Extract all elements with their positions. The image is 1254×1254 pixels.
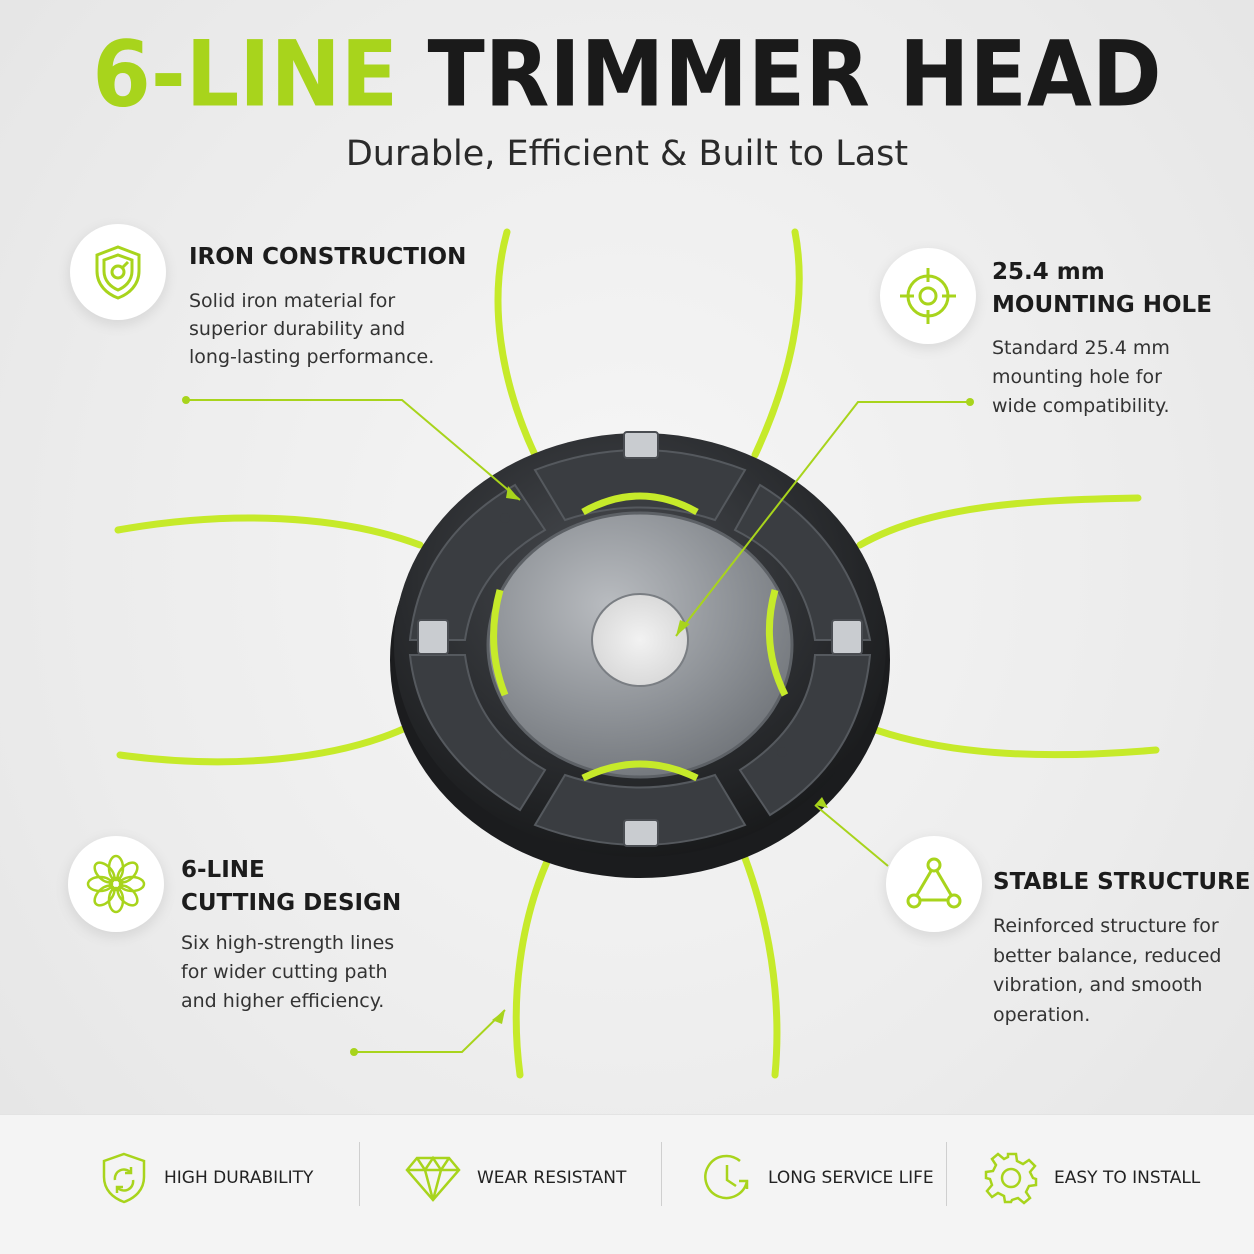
iron-construction-desc: Solid iron material for superior durabil… [189,290,435,368]
cutting-lines [114,228,1160,1079]
shield-refresh-icon [102,1152,146,1204]
badge-wear-resistant-label: WEAR RESISTANT [477,1168,627,1188]
cutting-design-icon-badge [68,836,164,932]
stable-structure-desc: Reinforced structure for better balance,… [993,915,1222,1026]
divider [359,1142,360,1206]
mounting-hole-title: 25.4 mm MOUNTING HOLE [992,259,1212,318]
badge-wear-resistant: WEAR RESISTANT [403,1150,626,1206]
mounting-hole-icon-badge [880,248,976,344]
cutting-design-title: 6-LINE CUTTING DESIGN [181,857,402,916]
iron-construction-icon-badge [70,224,166,320]
triangle-nodes-icon [906,857,962,909]
gear-icon [984,1152,1038,1205]
stable-structure-title: STABLE STRUCTURE [993,869,1251,895]
callout-leaders [186,399,970,1053]
bottom-feature-bar [0,1114,1254,1254]
divider [946,1142,947,1206]
badge-easy-to-install-label: EASY TO INSTALL [1054,1168,1201,1188]
stable-structure-icon-badge [886,836,982,932]
badge-high-durability-label: HIGH DURABILITY [164,1168,314,1188]
flower-icon [86,854,146,914]
title-accent: 6-LINE [92,21,399,127]
divider [661,1142,662,1206]
diamond-icon [405,1155,461,1202]
page-subtitle: Durable, Efficient & Built to Last [345,134,909,174]
cutting-design-desc: Six high-strength lines for wider cuttin… [181,932,395,1012]
title-rest: TRIMMER HEAD [427,21,1162,127]
clock-icon [704,1154,749,1200]
badge-easy-to-install: EASY TO INSTALL [984,1150,1200,1206]
crosshair-icon [900,268,956,324]
badge-long-service-life: LONG SERVICE LIFE [700,1150,934,1206]
badge-high-durability: HIGH DURABILITY [98,1150,313,1206]
iron-construction-title: IRON CONSTRUCTION [189,244,467,270]
page-title: 6-LINE TRIMMER HEAD [0,22,1254,126]
badge-long-service-life-label: LONG SERVICE LIFE [768,1168,934,1188]
shield-icon [95,245,141,300]
mounting-hole-desc: Standard 25.4 mm mounting hole for wide … [992,337,1170,417]
